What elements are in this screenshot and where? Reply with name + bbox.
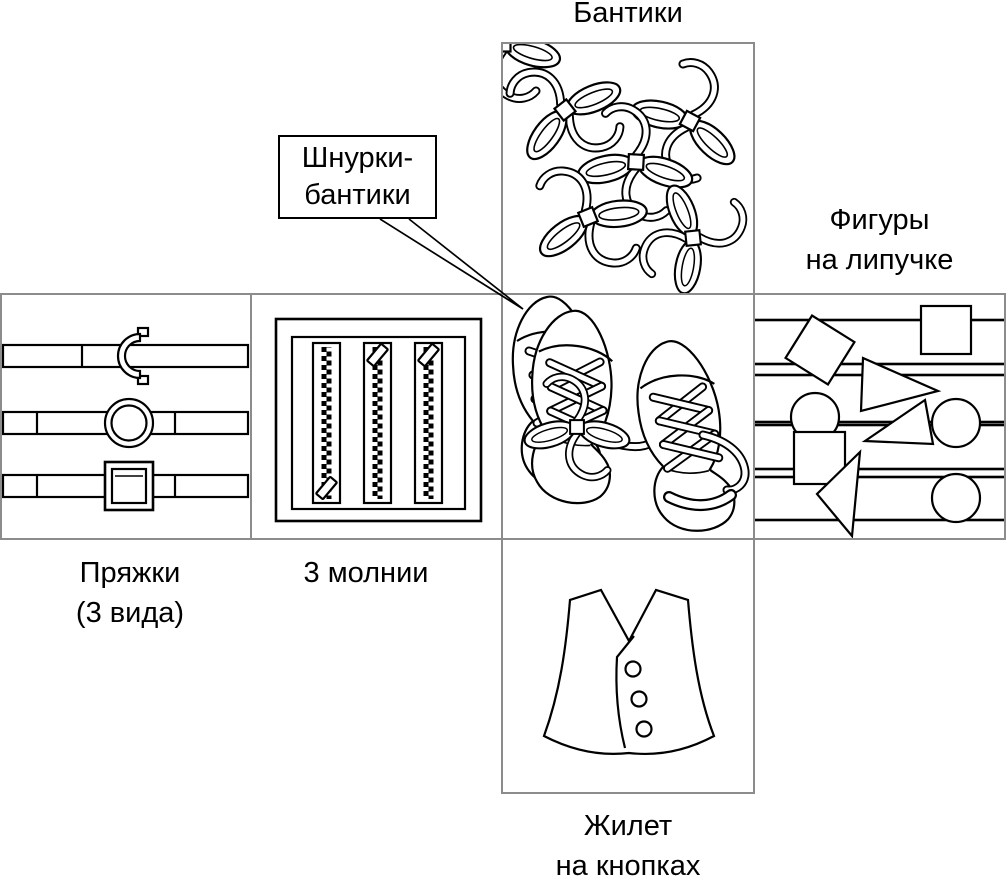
triangle-shape-icon [815,449,862,538]
velcro-label: Фигуры на липучке [805,204,954,276]
snap-buttons-icon [624,660,653,738]
belt-ring-buckle-icon [2,397,250,449]
zipper-icon [311,341,342,505]
bows-drawing-icon [503,44,753,293]
triangle-shape-icon [859,356,942,413]
buckles-label: Пряжки (3 вида) [75,557,185,629]
belt-square-buckle-icon [2,460,250,512]
zipper-icon [362,341,393,505]
bows-panel [501,42,755,295]
loose-laces-icon [663,430,750,512]
shapes-on-velcro-drawing-icon [755,304,1004,538]
zipper-icon [413,341,444,505]
laces-callout-text: Шнурки- бантики [301,142,414,211]
tilted-square-shape-icon [784,314,856,386]
square-shape-icon [919,304,973,356]
zippers-label: 3 молнии [303,557,429,589]
vest-with-snaps-drawing-icon [542,588,716,756]
zippers-panel [250,293,503,540]
laces-callout-box: Шнурки- бантики [278,135,437,219]
vest-label: Жилет на кнопках [555,810,701,880]
bow-icon [636,176,751,293]
triangle-shape-icon [861,398,935,446]
velcro-panel [753,293,1006,540]
three-zippers-drawing-icon [274,317,483,523]
laces-panel [501,293,755,540]
circle-shape-icon [930,472,982,524]
bows-title: Бантики [573,0,683,29]
vest-panel [501,538,755,794]
buckles-panel [0,293,252,540]
laced-sneakers-drawing-icon [511,295,750,538]
circle-shape-icon [930,397,982,449]
belts-with-buckles-drawing-icon [2,326,250,512]
belt-d-ring-buckle-icon [2,326,250,386]
